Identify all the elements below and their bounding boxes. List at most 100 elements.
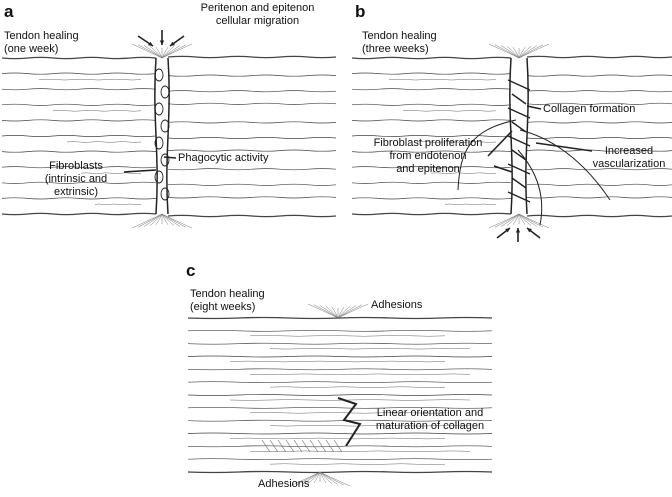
panel-b-wisp-top xyxy=(518,47,526,59)
panel-a-fiber-right xyxy=(167,214,337,218)
panel-c-fiber-short xyxy=(269,386,446,388)
panel-b-fiber-left xyxy=(351,212,512,216)
panel-b-fiber-short xyxy=(402,110,497,112)
panel-a-fiber-right xyxy=(167,121,337,124)
panel-a-fiber-right xyxy=(167,102,337,105)
panel-c-fiber xyxy=(187,470,493,474)
adhesions-top-label: Adhesions xyxy=(371,299,423,311)
adhesion-wisps-top xyxy=(331,307,339,319)
panel-b-fiber-left xyxy=(351,88,512,91)
panel-a-fiber-left xyxy=(1,212,157,216)
linear-orientation-pointer xyxy=(337,397,362,447)
panel-a-wisp-bottom xyxy=(161,213,193,229)
panel-a-wisp-top xyxy=(161,47,169,59)
panel-b-wisp-bottom xyxy=(512,213,520,225)
blood-vessel xyxy=(517,149,543,226)
panel-c-fiber-short xyxy=(229,399,471,401)
proliferation-leader-bottom xyxy=(493,165,513,173)
panel-c-drawing xyxy=(187,303,493,487)
panel-a-wisp-top xyxy=(161,43,193,59)
panel-b-fiber-right xyxy=(526,137,672,139)
panel-c-fiber-short xyxy=(269,463,446,465)
adhesion-wisps-top xyxy=(307,303,339,319)
adhesion-hatch xyxy=(325,439,335,453)
fibroblast-proliferation-label: Fibroblast proliferation from endotenon … xyxy=(373,137,483,175)
panel-b-fiber-right xyxy=(526,214,672,218)
panel-a-wisp-bottom xyxy=(137,213,163,228)
panel-b-fiber-right xyxy=(526,121,672,124)
panel-b-drawing xyxy=(351,43,672,242)
cellular-migration-label: Peritenon and epitenon cellular migratio… xyxy=(200,2,315,27)
panel-b-fiber-left xyxy=(351,119,512,122)
collagen-strand xyxy=(507,107,531,119)
panel-a-fiber-left xyxy=(1,150,157,153)
bottom-arrow-left-head xyxy=(505,228,510,233)
adhesion-wisps-bottom xyxy=(301,471,321,485)
panel-b-wisp-bottom xyxy=(500,213,520,227)
panel-b-fiber-left xyxy=(351,150,512,153)
panel-a-wisp-bottom xyxy=(143,213,163,227)
panel-a-fiber-right xyxy=(167,90,337,93)
panel-c-fiber-short xyxy=(229,437,446,440)
panel-b-fiber-right xyxy=(526,55,672,59)
panel-a-fiber-left xyxy=(1,72,157,75)
panel-a-wisp-top xyxy=(143,45,163,59)
vascularization-leader xyxy=(535,142,593,152)
collagen-strand xyxy=(507,163,531,175)
phagocytic-leader xyxy=(163,156,177,159)
panel-a-wisp-top xyxy=(155,47,163,59)
panel-b-fiber-left xyxy=(351,72,512,75)
panel-a-fiber-short xyxy=(52,110,142,112)
collagen-strand xyxy=(511,149,527,161)
panel-a-fiber-short xyxy=(80,172,142,174)
panel-c-fiber xyxy=(187,329,493,332)
panel-b-wisp-top xyxy=(518,43,550,59)
panel-c-title: Tendon healing (eight weeks) xyxy=(190,288,265,313)
panel-c-fiber xyxy=(187,419,493,422)
panel-c-fiber-short xyxy=(269,425,471,427)
panel-c-fiber xyxy=(187,355,493,358)
bottom-arrow-middle-head xyxy=(515,228,521,233)
panel-b-fiber-left xyxy=(351,103,512,106)
fibroblast-cell xyxy=(160,85,170,99)
panel-b-fiber-short xyxy=(444,203,497,206)
adhesion-wisps-bottom xyxy=(307,471,321,484)
panel-a-wisp-bottom xyxy=(155,213,163,225)
panel-c-fiber xyxy=(187,381,493,384)
panel-b-fiber-right xyxy=(526,168,672,171)
panel-b-fiber-left xyxy=(351,166,512,169)
panel-a-fiber-left xyxy=(1,56,157,60)
panel-b-fiber-left xyxy=(351,181,512,184)
migration-arrow-left-head xyxy=(148,41,153,46)
bottom-arrow-right-head xyxy=(527,228,532,233)
adhesion-wisps-top xyxy=(319,305,339,319)
panel-a-wisp-top xyxy=(149,46,163,59)
panel-b-fiber-right xyxy=(526,149,672,152)
panel-b-fiber-short xyxy=(416,141,497,143)
panel-c-fiber xyxy=(187,316,493,320)
panel-a-wisp-bottom xyxy=(161,213,169,225)
panel-b-fiber-left xyxy=(351,197,512,200)
panel-c-fiber xyxy=(187,406,493,409)
panel-a-wisp-top xyxy=(131,43,163,59)
collagen-strand xyxy=(507,135,531,147)
fibroblast-cell xyxy=(160,119,170,133)
fibroblast-cell xyxy=(160,153,170,167)
panel-b-wisp-top xyxy=(494,44,520,59)
panel-b-fiber-right xyxy=(526,102,672,105)
fibroblast-cell xyxy=(154,68,164,82)
panel-c-letter: c xyxy=(186,261,196,280)
panel-a-fiber-right xyxy=(167,74,337,77)
panel-a-wisp-bottom xyxy=(149,213,163,226)
panel-b-fiber-left xyxy=(351,56,512,60)
panel-c-fiber-short xyxy=(249,412,446,414)
adhesion-wisps-bottom xyxy=(313,471,321,483)
adhesion-hatch xyxy=(317,439,327,453)
panel-a-letter: a xyxy=(4,2,14,21)
panel-a-fiber-right xyxy=(167,196,337,199)
panel-a-fiber-left xyxy=(1,88,157,91)
panel-b-wisp-top xyxy=(500,45,520,59)
adhesion-wisps-bottom xyxy=(319,471,351,487)
panel-c-fiber xyxy=(187,394,493,396)
